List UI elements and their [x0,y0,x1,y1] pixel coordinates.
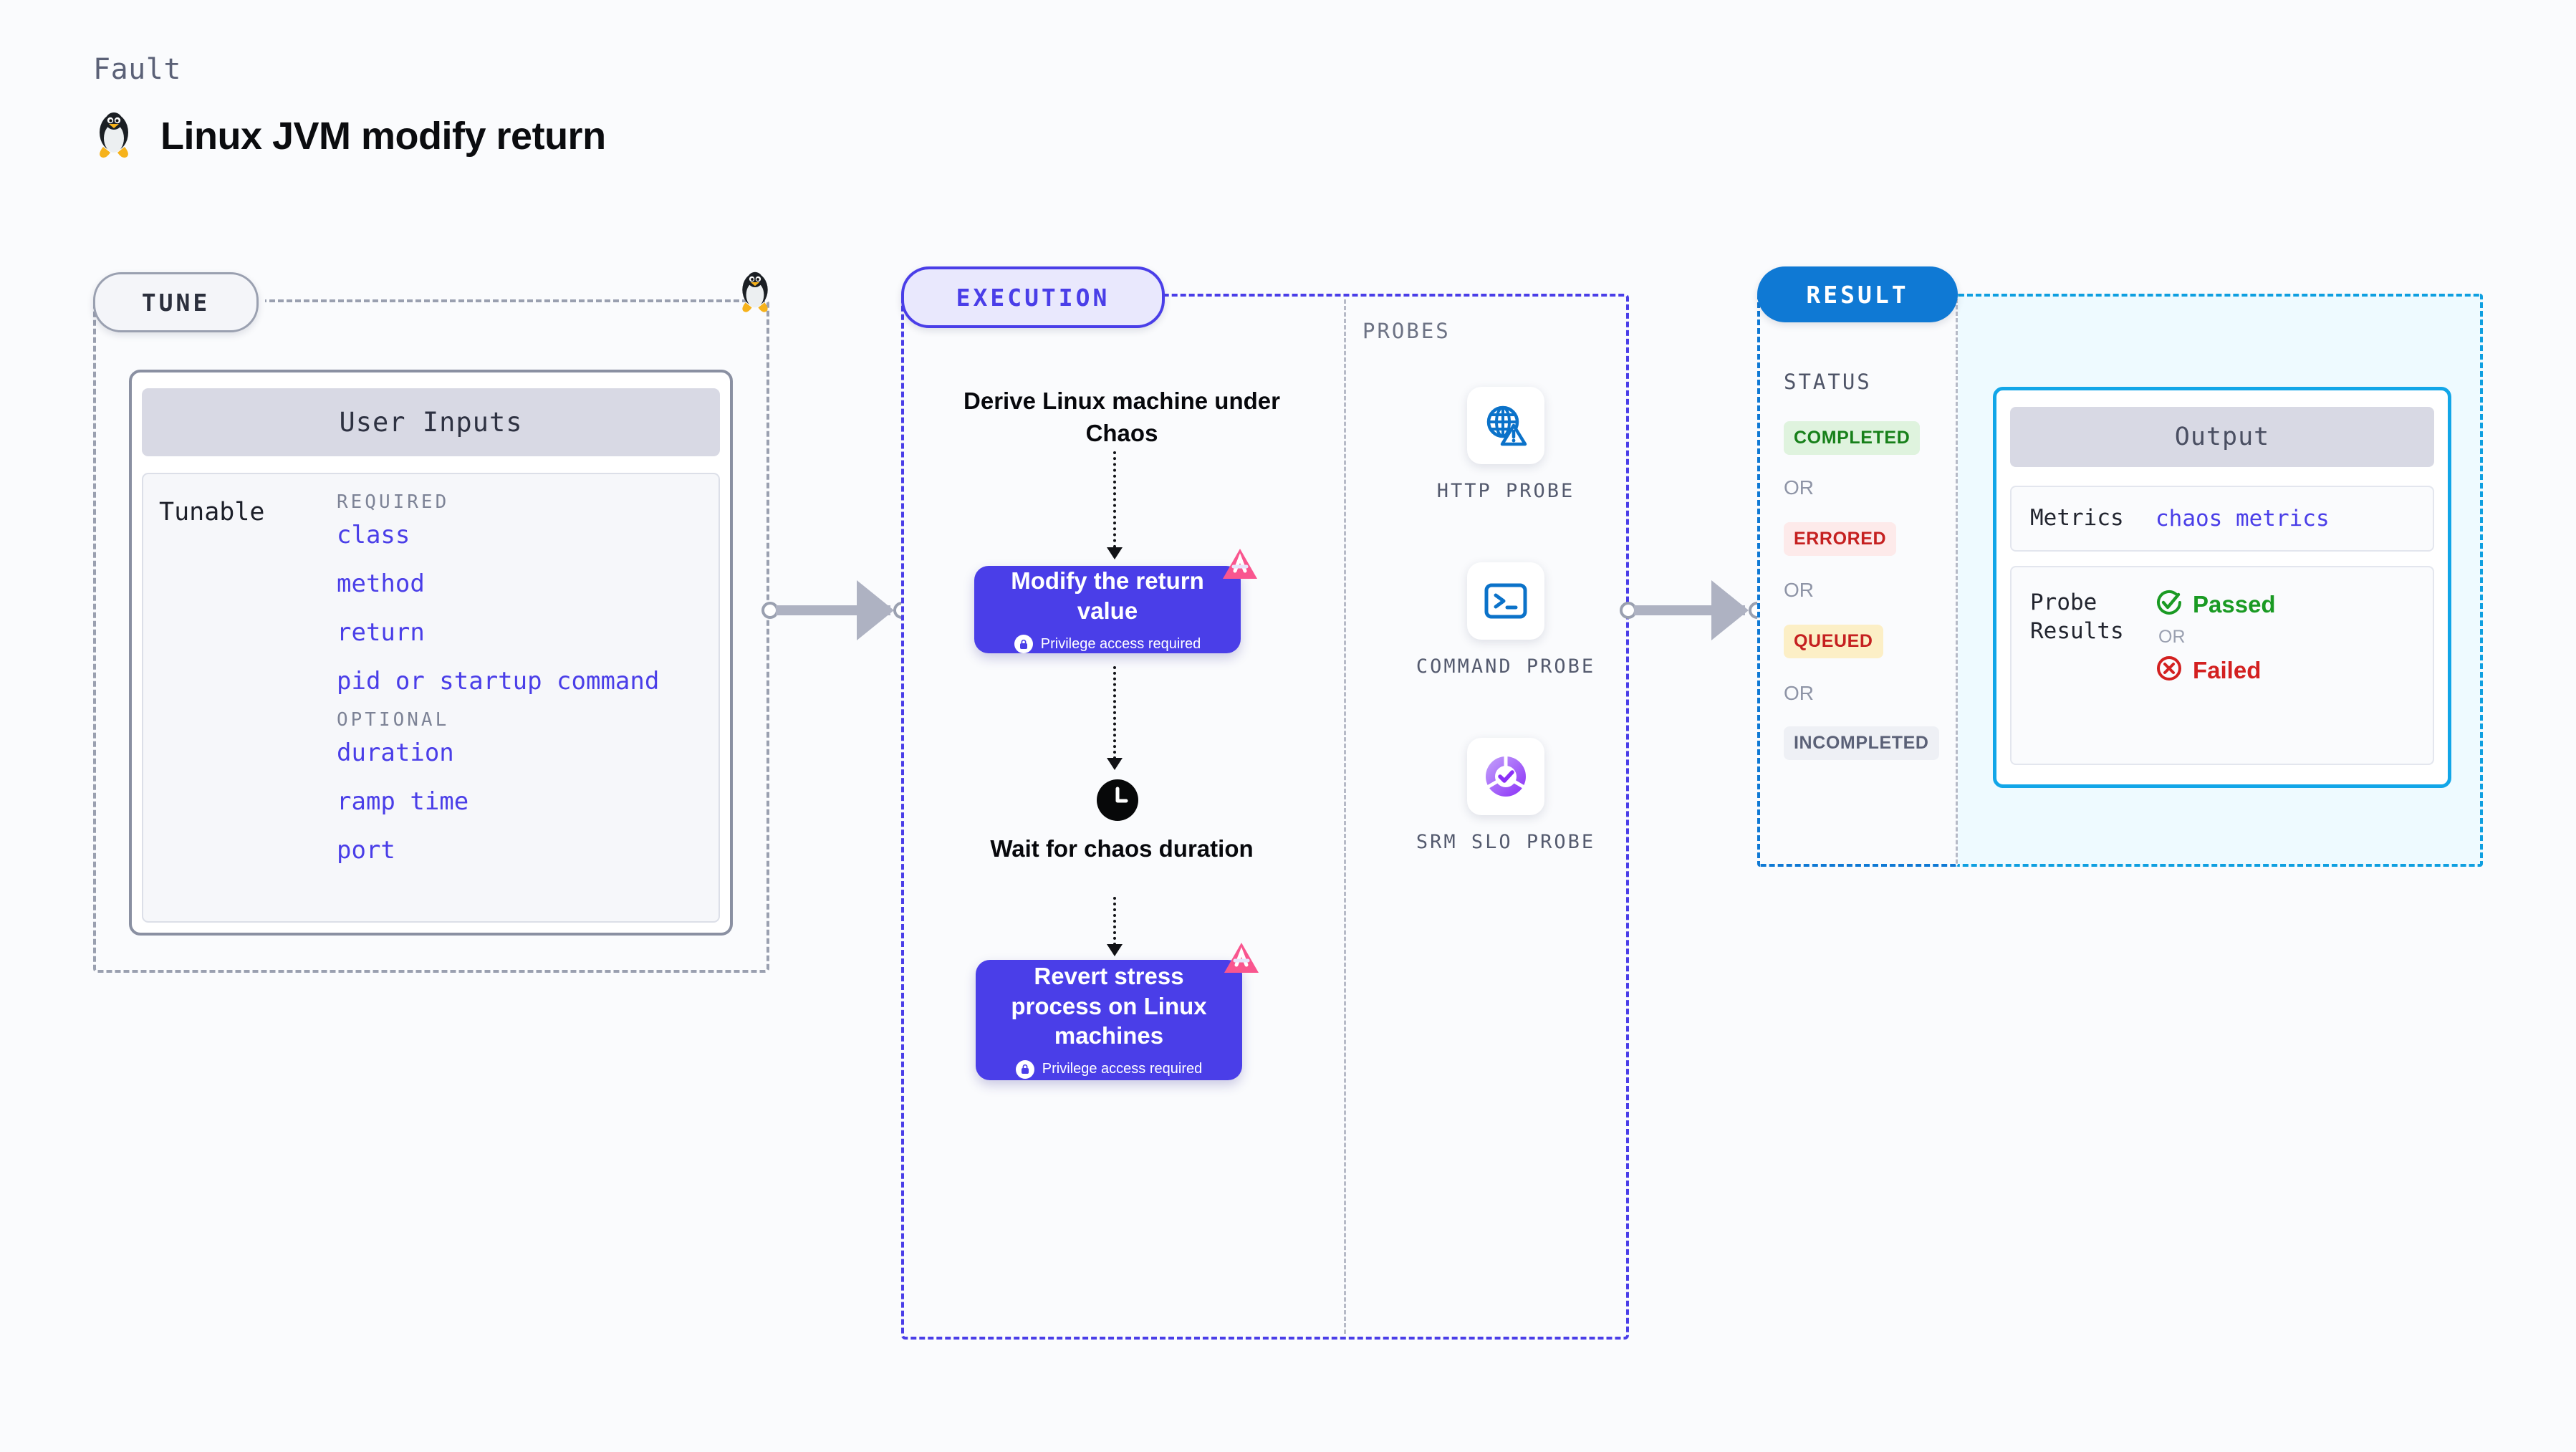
tunable-label: Tunable [159,498,265,527]
privilege-text: Privilege access required [1040,635,1201,652]
probes-section-label: PROBES [1363,319,1451,343]
tunable-item[interactable]: class [337,521,410,549]
probe-item-http[interactable]: HTTP PROBE [1398,387,1613,504]
probe-label: COMMAND PROBE [1416,655,1596,678]
flow-arrow-line [1113,451,1119,548]
probes-divider [1344,299,1346,1334]
metrics-row: Metrics chaos metrics [2010,486,2434,552]
tunable-item[interactable]: ramp time [337,787,469,816]
status-badge: INCOMPLETED [1784,726,1939,760]
status-label: STATUS [1784,370,1872,394]
clock-icon [1097,779,1138,824]
result-status-panel [1757,294,1958,867]
globe-warning-icon [1467,387,1544,464]
tunable-item[interactable]: pid or startup command [337,667,660,696]
probe-result-failed: Failed [2156,655,2276,686]
group-heading-optional: OPTIONAL [337,709,450,731]
page-kicker: Fault [93,53,181,86]
flow-arrow-head [1107,758,1123,770]
probe-label: SRM SLO PROBE [1416,831,1596,853]
status-badge: QUEUED [1784,625,1883,658]
metrics-key: Metrics [2030,505,2124,532]
probe-results-key: Probe Results [2030,590,2124,644]
passed-label: Passed [2193,590,2276,617]
connector-arrow-2 [1711,580,1749,640]
tunable-item[interactable]: return [337,618,425,647]
user-inputs-title: User Inputs [142,388,720,456]
failed-label: Failed [2193,656,2262,683]
execution-stage-pill[interactable]: EXECUTION [901,266,1165,328]
page-title-row: Linux JVM modify return [93,111,606,161]
tunable-item[interactable]: duration [337,739,454,767]
metrics-value[interactable]: chaos metrics [2156,506,2330,532]
tunable-item[interactable]: method [337,569,425,598]
group-heading-required: REQUIRED [337,491,450,513]
slo-donut-check-icon [1467,738,1544,815]
tune-stage-pill[interactable]: TUNE [93,272,259,332]
or-label: OR [1784,579,1814,601]
privilege-note: Privilege access required [1015,1059,1203,1079]
page-title: Linux JVM modify return [160,115,606,158]
card-title: Revert stress process on Linux machines [1011,963,1207,1049]
output-title: Output [2010,407,2434,467]
terminal-icon [1467,562,1544,640]
linux-penguin-icon [93,111,135,161]
card-title: Modify the return value [1011,567,1204,624]
x-circle-icon [2156,655,2183,686]
tunable-section [142,473,720,923]
litmus-badge-icon [1221,547,1259,587]
probe-label: HTTP PROBE [1436,480,1575,502]
status-badge: COMPLETED [1784,421,1921,455]
privilege-note: Privilege access required [1014,635,1201,654]
or-label: OR [2158,627,2186,647]
flow-arrow-head [1107,547,1123,559]
result-stage-pill[interactable]: RESULT [1757,266,1958,322]
lock-icon [1014,635,1033,654]
probe-item-command[interactable]: COMMAND PROBE [1398,562,1613,680]
flow-arrow-line [1113,897,1119,946]
privilege-text: Privilege access required [1042,1061,1203,1077]
execution-step-text: Derive Linux machine under Chaos [963,388,1280,446]
check-circle-icon [2156,589,2183,620]
or-label: OR [1784,682,1814,704]
probe-results-row: Probe Results Passed OR [2010,566,2434,765]
status-badge: ERRORED [1784,522,1897,556]
litmus-badge-icon [1222,941,1261,981]
flow-arrow-line [1113,666,1119,759]
execution-panel [901,294,1629,1340]
probe-item-srm-slo[interactable]: SRM SLO PROBE [1398,738,1613,855]
lock-icon [1015,1059,1034,1079]
or-label: OR [1784,476,1814,499]
tunable-list: REQUIRED class method return pid or star… [337,491,709,887]
tunable-item[interactable]: port [337,836,395,865]
tune-linux-penguin-icon [736,271,774,319]
flow-arrow-head [1107,944,1123,956]
probe-result-passed: Passed [2156,589,2276,620]
execution-action-card[interactable]: Revert stress process on Linux machines … [976,943,1259,1080]
connector-arrow-1 [857,580,894,640]
execution-step-text: Wait for chaos duration [990,835,1254,862]
execution-action-card[interactable]: Modify the return value Privilege access… [974,549,1257,654]
